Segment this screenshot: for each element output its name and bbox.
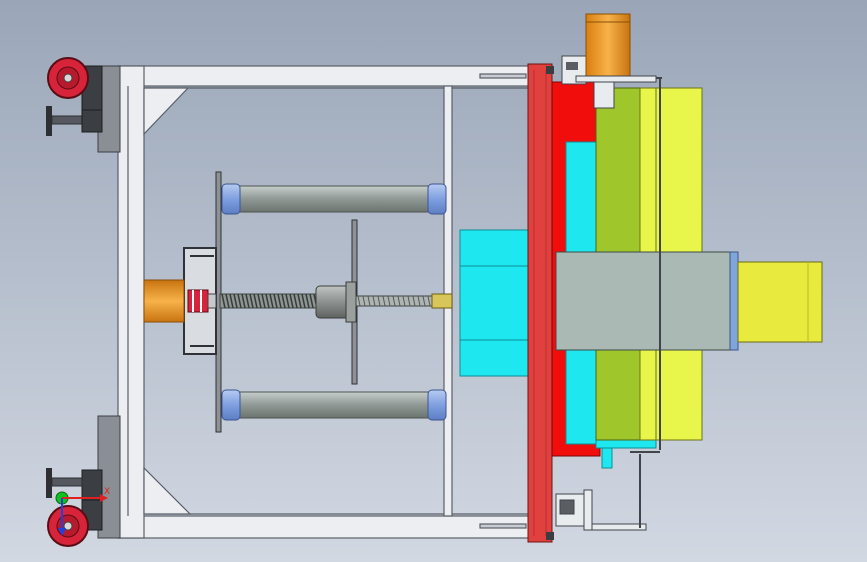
red-mounting-plate [527,63,554,543]
frame-gusset-bottom [143,466,192,515]
frame-gusset-top [143,87,190,136]
bottom-bracket [555,451,660,531]
gray-slide-block [555,251,733,351]
drive-motor [143,279,185,323]
caster-top [46,57,121,153]
frame-bottom-rail [117,515,531,539]
frame-top-rail [117,65,531,87]
rail-slot-top [479,73,527,79]
triad-x-label: X [104,487,110,497]
top-actuator [561,13,662,450]
shaft-coupling [187,289,217,313]
frame-left-post [117,65,145,539]
lead-screw [219,281,453,323]
rail-slot-bottom [479,523,527,529]
reference-triad[interactable]: X [55,487,110,536]
guide-rod-top [221,183,447,215]
blue-separator [729,251,739,351]
guide-rod-bottom [221,389,447,421]
roller-peg [601,447,613,469]
caster-bottom [46,415,121,547]
cyan-blocks [459,229,529,377]
yellow-face-block [737,261,823,343]
